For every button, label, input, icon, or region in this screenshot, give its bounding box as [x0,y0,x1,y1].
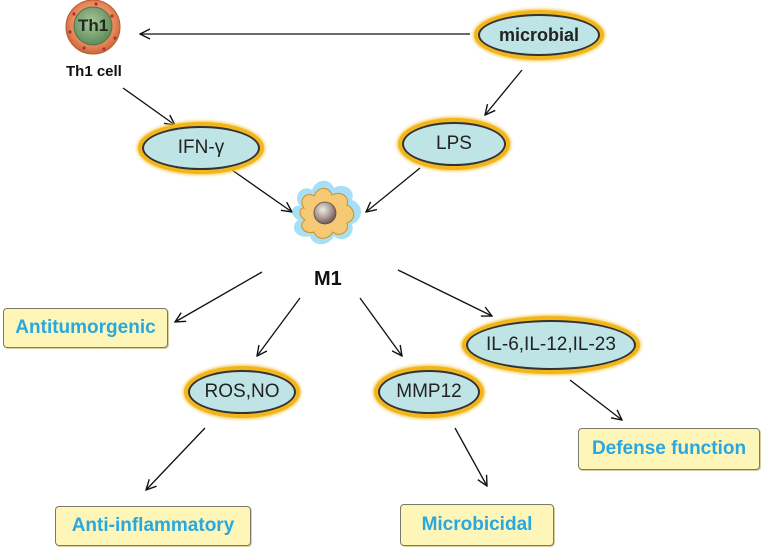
node-microbial: microbial [478,14,600,56]
arrow-mmp-to-microbicidal [454,427,487,486]
outcome-antitumorgenic: Antitumorgenic [3,308,168,348]
arrow-th1-to-ifn [122,87,175,125]
arrow-m1-to-antitumorgenic [175,271,263,322]
node-mmp12: MMP12 [378,370,480,414]
node-lps: LPS [402,122,506,166]
th1-cell-icon [65,0,121,55]
arrow-m1-to-mmp [359,297,402,356]
node-ifn-gamma: IFN-γ [142,126,260,170]
arrow-ifn-to-m1 [231,169,292,212]
node-ros-no: ROS,NO [188,370,296,414]
arrow-m1-to-il [397,269,492,316]
outcome-defense-function: Defense function [578,428,760,470]
m1-label: M1 [314,268,342,290]
arrow-m1-to-ros [257,297,301,356]
th1-icon-text: Th1 [78,16,109,35]
arrow-lps-to-m1 [366,167,421,212]
th1-cell-caption: Th1 cell [66,63,122,80]
arrow-ros-to-anti-inflammatory [146,427,206,490]
outcome-anti-inflammatory: Anti-inflammatory [55,506,251,546]
node-il-cytokines: IL-6,IL-12,IL-23 [466,320,636,370]
macrophage-icon [292,180,361,245]
arrow-microbial-to-lps [485,69,523,115]
outcome-microbicidal: Microbicidal [400,504,554,546]
arrow-il-to-defense [569,379,622,420]
